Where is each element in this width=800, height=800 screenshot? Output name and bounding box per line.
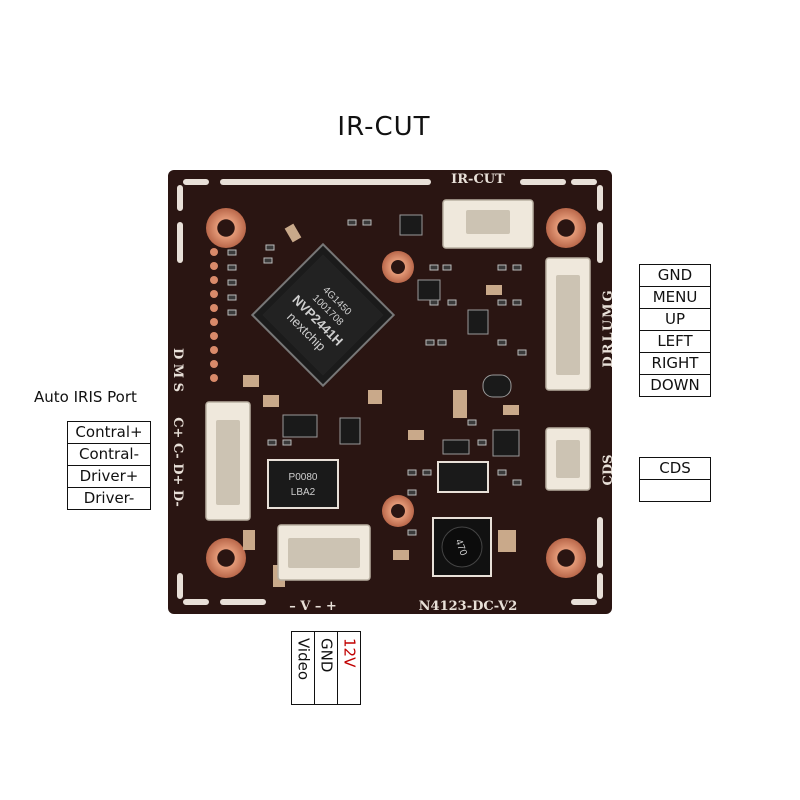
auto-iris-pin-labels: Contral+ Contral- Driver+ Driver- <box>67 421 151 510</box>
label-up: UP <box>639 308 711 331</box>
label-driver-plus: Driver+ <box>67 465 151 488</box>
silk-drlumg: DRLUMG <box>601 288 612 367</box>
cds-pin-labels: CDS <box>639 457 711 502</box>
label-video-cell: Video <box>291 631 315 705</box>
regulator-text1: P0080 <box>289 472 318 483</box>
silk-dms: D M S <box>170 348 185 392</box>
label-video: Video <box>294 638 313 681</box>
main-chip <box>250 242 396 388</box>
ircut-title-text: IR-CUT <box>337 112 431 142</box>
label-cds: CDS <box>639 457 711 480</box>
button-pin-labels: GND MENU UP LEFT RIGHT DOWN <box>639 264 711 397</box>
label-down: DOWN <box>639 374 711 397</box>
label-gnd: GND <box>639 264 711 287</box>
regulator-text2: LBA2 <box>291 487 316 498</box>
mount-hole-center-top <box>382 251 414 283</box>
label-gnd-cell: GND <box>314 631 338 705</box>
label-driver-minus: Driver- <box>67 487 151 510</box>
label-12v: 12V <box>340 638 359 668</box>
pcb-board-image: 4G1450 1001708 NVP2441H nextchip <box>168 170 612 614</box>
mount-hole-top-right <box>546 208 586 248</box>
silk-model: N4123-DC-V2 <box>419 599 518 614</box>
mount-hole-center-bottom <box>382 495 414 527</box>
mount-hole-bottom-left <box>206 538 246 578</box>
label-right: RIGHT <box>639 352 711 375</box>
label-contral-minus: Contral- <box>67 443 151 466</box>
auto-iris-title: Auto IRIS Port <box>34 388 137 406</box>
label-menu: MENU <box>639 286 711 309</box>
regulator-ic <box>267 459 339 509</box>
mount-hole-top-left <box>206 208 246 248</box>
silk-power: – V – + <box>289 599 337 614</box>
silk-cds: CDS <box>601 454 612 485</box>
label-left: LEFT <box>639 330 711 353</box>
label-12v-cell: 12V <box>337 631 361 705</box>
silk-iris: C+ C- D+ D- <box>170 417 185 507</box>
ircut-title: IR-CUT <box>0 112 800 142</box>
silk-ircut: IR-CUT <box>451 172 505 187</box>
label-power-gnd: GND <box>317 638 336 673</box>
label-cds-empty <box>639 479 711 502</box>
label-contral-plus: Contral+ <box>67 421 151 444</box>
mount-hole-bottom-right <box>546 538 586 578</box>
power-pin-labels: Video GND 12V <box>291 631 361 705</box>
